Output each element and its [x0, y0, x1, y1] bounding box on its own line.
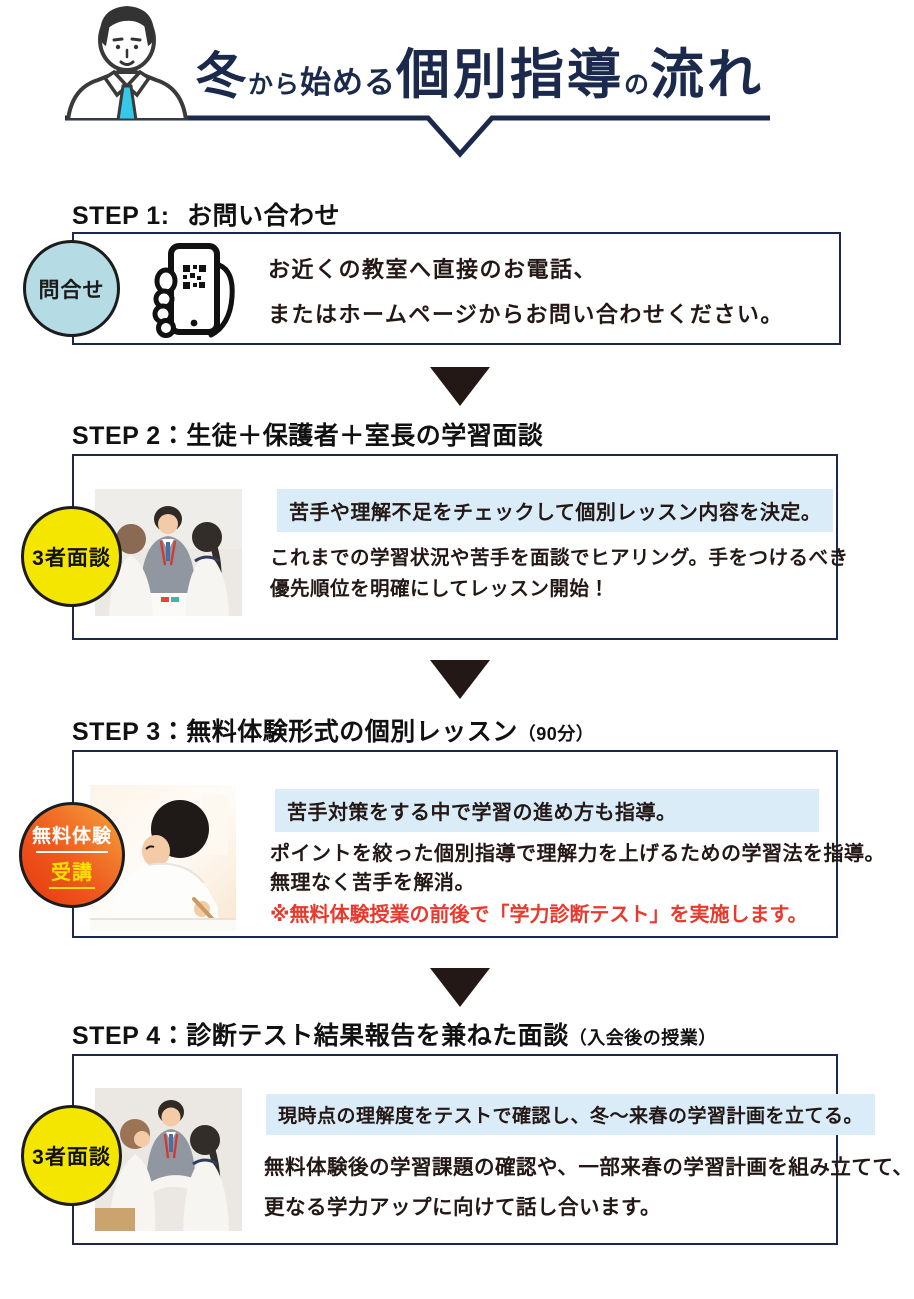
title-part: の [624, 71, 651, 99]
step4-highlight: 現時点の理解度をテストで確認し、冬～来春の学習計画を立てる。 [266, 1094, 876, 1135]
step2-badge-label: 3者面談 [32, 546, 111, 570]
step3-badge-free-trial: 無料体験 受講 [19, 802, 125, 908]
step1-badge-label: 問合せ [38, 278, 105, 302]
step4-heading-suffix: （入会後の授業） [568, 1028, 717, 1048]
step3-heading-suffix: （90分） [517, 724, 595, 744]
step3-heading: STEP 3：無料体験形式の個別レッスン（90分） [72, 712, 594, 748]
step1-heading-title: お問い合わせ [186, 202, 340, 230]
step2-body: これまでの学習状況や苦手を面談でヒアリング。手をつけるべき 優先順位を明確にして… [270, 543, 848, 605]
step3-body-line1: ポイントを絞った個別指導で理解力を上げるための学習法を指導。 [270, 843, 885, 865]
title-part: から [247, 71, 300, 99]
page-title: 冬 から 始める 個別指導 の 流れ [190, 30, 770, 110]
badge-divider [36, 851, 108, 853]
step4-badge-meeting: 3者面談 [21, 1105, 122, 1206]
step4-badge-label: 3者面談 [32, 1145, 111, 1169]
title-part: 流れ [650, 45, 765, 105]
flow-arrow-down-1 [430, 367, 490, 406]
badge-underline [49, 887, 95, 889]
step2-heading-title: 生徒＋保護者＋室長の学習面談 [186, 422, 544, 450]
step4-body-line1: 無料体験後の学習課題の確認や、一部来春の学習計画を組み立てて、 [264, 1156, 914, 1179]
step4-heading-prefix: STEP 4： [72, 1022, 187, 1050]
step3-badge-label-top: 無料体験 [31, 826, 112, 847]
step2-heading: STEP 2：生徒＋保護者＋室長の学習面談 [72, 416, 543, 452]
step4-heading-title: 診断テスト結果報告を兼ねた面談 [186, 1022, 569, 1050]
step4-body: 無料体験後の学習課題の確認や、一部来春の学習計画を組み立てて、 更なる学力アップ… [264, 1148, 913, 1228]
step3-heading-prefix: STEP 3： [72, 718, 187, 746]
flow-arrow-down-3 [430, 968, 490, 1007]
teacher-avatar-illustration [65, 6, 189, 120]
step3-note-red: ※無料体験授業の前後で「学力診断テスト」を実施します。 [270, 904, 808, 926]
photo-three-party-meeting [95, 489, 242, 616]
step1-badge-inquiry: 問合せ [23, 240, 120, 337]
smartphone-qr-icon [152, 243, 235, 338]
step3-body: ポイントを絞った個別指導で理解力を上げるための学習法を指導。 無理なく苦手を解消… [270, 840, 885, 898]
step2-heading-prefix: STEP 2： [72, 422, 187, 450]
step2-badge-meeting: 3者面談 [21, 506, 122, 607]
step3-badge-label-bottom: 受講 [51, 862, 93, 884]
step2-body-line1: これまでの学習状況や苦手を面談でヒアリング。手をつけるべき [270, 547, 849, 569]
photo-result-meeting [95, 1088, 242, 1231]
step1-line2: またはホームページからお問い合わせください。 [268, 302, 784, 327]
step3-highlight: 苦手対策をする中で学習の進め方も指導。 [275, 789, 819, 832]
step4-heading: STEP 4：診断テスト結果報告を兼ねた面談（入会後の授業） [72, 1016, 717, 1052]
step2-body-line2: 優先順位を明確にしてレッスン開始！ [270, 578, 610, 600]
step1-description: お近くの教室へ直接のお電話、 またはホームページからお問い合わせください。 [268, 247, 784, 337]
step1-line1: お近くの教室へ直接のお電話、 [268, 257, 598, 282]
photo-student-writing [90, 785, 236, 931]
step3-body-line2: 無理なく苦手を解消。 [270, 872, 475, 894]
title-part: 個別指導 [396, 45, 624, 105]
title-part: 始める [300, 65, 396, 100]
step3-heading-title: 無料体験形式の個別レッスン [186, 718, 518, 746]
title-part: 冬 [195, 48, 248, 104]
step1-heading: STEP 1: お問い合わせ [72, 196, 340, 232]
step1-heading-prefix: STEP 1: [72, 202, 170, 230]
flow-arrow-down-2 [430, 660, 490, 699]
step4-body-line2: 更なる学力アップに向けて話し合います。 [264, 1196, 661, 1219]
step2-highlight: 苦手や理解不足をチェックして個別レッスン内容を決定。 [277, 489, 834, 532]
title-underline-chevron [65, 115, 770, 158]
